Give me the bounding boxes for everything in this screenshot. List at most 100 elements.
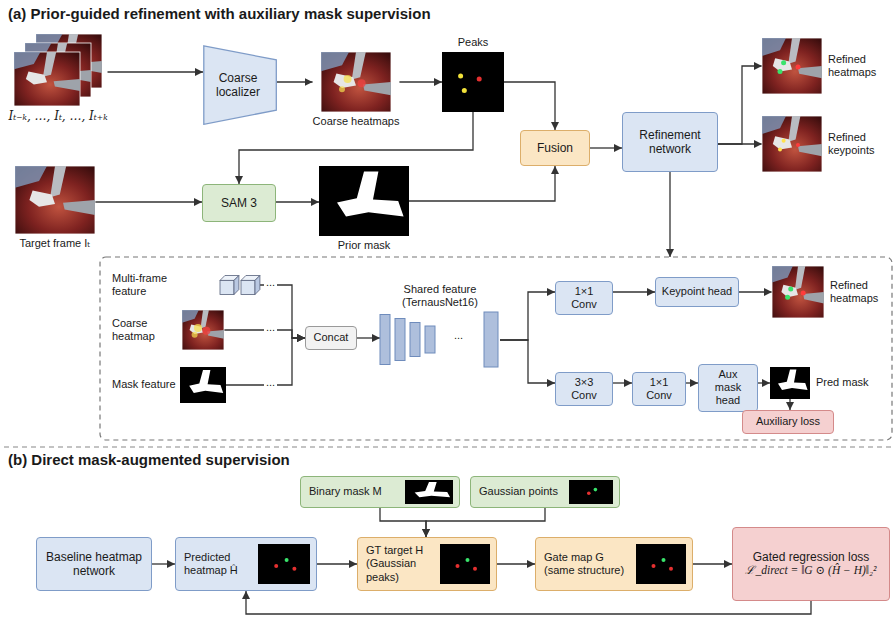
- connector-arrow: [95, 201, 202, 202]
- point-marker: [778, 69, 783, 74]
- loss-box: Gated regression lossℒ_direct = ‖G ⊙ (Ĥ …: [732, 527, 890, 601]
- connector-arrow: [246, 591, 811, 614]
- node-text: Baseline heatmap network: [42, 550, 146, 579]
- point-marker: [652, 564, 656, 568]
- point-marker: [669, 567, 673, 571]
- point-marker: [456, 564, 460, 568]
- surgical-frame: [772, 266, 824, 318]
- connector-arrow: [317, 563, 357, 564]
- encoder-layer: [380, 315, 390, 365]
- node-text: Gate map G (same structure): [544, 551, 630, 577]
- caption: Prior mask: [338, 239, 391, 252]
- target-box: Gate map G (same structure): [535, 537, 693, 591]
- instrument-shape: [26, 71, 47, 84]
- caption: Shared feature (TernausNet16): [385, 283, 495, 309]
- surgical-frame: [762, 38, 822, 94]
- point-marker: [796, 65, 801, 70]
- process-box: SAM 3: [202, 184, 276, 222]
- node-text: Coarse localizer: [209, 71, 267, 100]
- instrument-shape: [50, 166, 66, 197]
- instrument-shape: [54, 79, 80, 91]
- illustration: [220, 272, 260, 298]
- illustration: [14, 34, 102, 106]
- tissue-shape: [321, 52, 349, 71]
- illustration: [321, 52, 391, 112]
- dark-frame: [180, 367, 226, 403]
- process-box: 1×1 Conv: [555, 281, 613, 315]
- image-panel: Pred mask: [770, 367, 869, 399]
- node-text: Aux mask head: [704, 368, 752, 408]
- point-marker: [192, 332, 198, 338]
- connector-arrow: [718, 66, 762, 144]
- node-text: Predicted heatmap Ĥ: [184, 551, 252, 577]
- illustration: [405, 480, 453, 504]
- node-text: Concat: [314, 331, 349, 344]
- node-text: Binary mask M: [309, 485, 382, 498]
- surgical-frame: [321, 52, 391, 112]
- process-box: Aux mask head: [698, 364, 758, 412]
- node-text: 1×1 Conv: [638, 376, 680, 402]
- image-panel: Refined keypoints: [762, 116, 882, 172]
- illustration: [180, 367, 226, 403]
- point-marker: [785, 295, 790, 300]
- point-marker: [202, 327, 210, 335]
- surgical-frame: [14, 52, 80, 106]
- point-marker: [344, 75, 352, 83]
- dark-frame: [440, 544, 490, 584]
- point-marker: [778, 148, 782, 152]
- instrument-shape: [781, 285, 798, 298]
- point-marker: [285, 558, 289, 562]
- connector-arrow: [108, 71, 203, 72]
- process-box: Predicted heatmap Ĥ: [175, 537, 317, 591]
- illustration: [440, 544, 490, 584]
- connector-arrow: [693, 563, 732, 564]
- point-marker: [594, 488, 598, 492]
- point-marker: [466, 558, 470, 562]
- point-marker: [788, 286, 793, 291]
- ellipsis-mark: ...: [264, 320, 277, 334]
- connector-arrow: [686, 382, 698, 383]
- point-marker: [781, 60, 786, 65]
- caption: Multi-frame feature: [112, 272, 176, 298]
- connector-arrow: [357, 337, 380, 338]
- point-marker: [458, 74, 463, 79]
- caption: Target frame Iₜ: [19, 237, 90, 250]
- leader-arrow: [669, 172, 670, 257]
- section-title: (b) Direct mask-augmented supervision: [8, 451, 290, 469]
- dark-frame: [770, 367, 810, 399]
- connector-arrow: [426, 508, 545, 537]
- illustration: [636, 544, 686, 584]
- point-marker: [194, 324, 202, 332]
- point-marker: [662, 558, 666, 562]
- tissue-shape: [772, 266, 793, 283]
- cube-face: [234, 276, 239, 295]
- point-marker: [477, 77, 482, 82]
- connector-arrow: [276, 201, 319, 202]
- node-text: Keypoint head: [662, 285, 732, 298]
- node-text: SAM 3: [221, 196, 257, 210]
- node-text: Refinement network: [628, 128, 712, 157]
- instrument-shape: [63, 200, 95, 215]
- ellipsis-mark: ...: [264, 375, 277, 389]
- encoder-layer: [410, 323, 420, 357]
- caption: Refined heatmaps: [830, 279, 884, 305]
- process-box: 3×3 Conv: [555, 372, 613, 406]
- encoder-layer: [395, 319, 405, 361]
- caption: Refined keypoints: [828, 131, 882, 157]
- trapezoid-shape: [204, 46, 276, 125]
- connector-arrow: [613, 291, 655, 292]
- image-panel: Target frame Iₜ: [15, 166, 95, 250]
- cube-face: [241, 280, 255, 294]
- instrument-shape: [363, 82, 391, 95]
- connector-arrow: [758, 382, 770, 383]
- localizer-trapezoid: Coarse localizer: [203, 45, 277, 125]
- process-box: Concat: [305, 326, 357, 350]
- mask-shape: [189, 370, 223, 393]
- process-box: Refinement network: [622, 112, 718, 172]
- surgical-frame: [182, 310, 224, 350]
- ellipsis-mark: ...: [264, 275, 277, 289]
- cube-face: [220, 280, 234, 294]
- mask-shape: [337, 172, 404, 217]
- mask-shape: [778, 370, 808, 390]
